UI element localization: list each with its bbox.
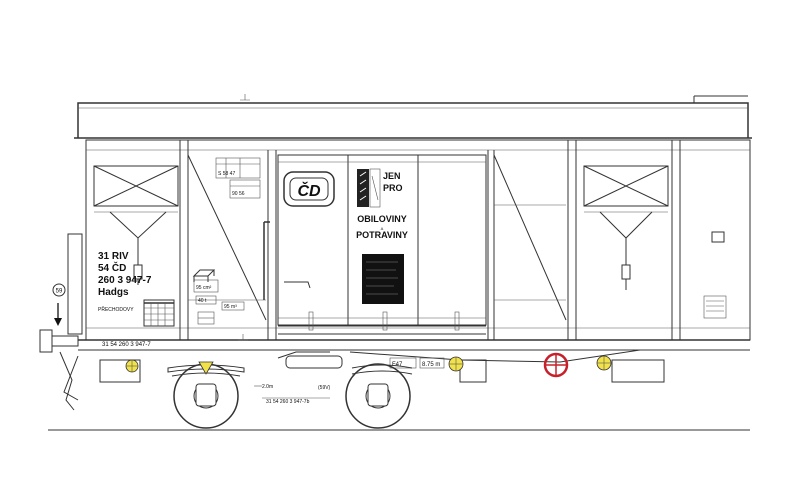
sign-line-2: PRO (383, 183, 403, 193)
wagon-end-right (703, 231, 727, 319)
sign-line-4: POTRAVINY (356, 230, 408, 240)
wheel-right (345, 363, 411, 429)
wheelset-left (173, 361, 239, 429)
latch-2 (382, 311, 388, 331)
prechodovy-panel: PŘECHODOVY (98, 299, 175, 327)
marking-line-1: 31 RIV (98, 251, 129, 262)
wagon-marking-left: 31 RIV 54 ČD 260 3 947-7 Hadgs (98, 251, 152, 298)
plate-1: S 58 47 (218, 171, 235, 177)
circle-mark-text: 59 (56, 289, 63, 295)
voltage-label: (59V) (318, 385, 331, 391)
underframe-number: 31 54 260 3 947-7b (266, 399, 310, 405)
marking-line-4: Hadgs (98, 287, 129, 298)
black-placard (362, 254, 404, 304)
latch-3 (454, 311, 460, 331)
plate-2: 90 56 (232, 191, 245, 197)
brake-mark: F47 (392, 362, 403, 368)
sign-amp: A (381, 226, 384, 231)
grain-emblem-icon (357, 169, 369, 207)
vent-left (93, 165, 179, 285)
marking-line-2: 54 ČD (98, 261, 126, 274)
door-latches (308, 311, 460, 331)
handwheel-middle-icon (448, 356, 464, 372)
cd-logo: ČD (283, 171, 335, 207)
length-label: 8.75 m (422, 362, 440, 368)
sign-line-3: OBILOVINY (357, 214, 407, 224)
wagon-body (78, 139, 751, 351)
wagon-end-left (39, 233, 83, 411)
brake-wheel-icon (543, 352, 569, 378)
volume-label: 95 m³ (224, 304, 237, 310)
area-label: 95 cm² (196, 285, 212, 291)
latch-1 (308, 311, 314, 331)
info-plates: S 58 47 90 56 95 cm² 40 t 95 m³ (193, 157, 261, 325)
sliding-door (263, 154, 487, 335)
marking-line-3: 260 3 947-7 (98, 275, 152, 286)
prechodovy-label: PŘECHODOVY (98, 305, 134, 313)
number-strip: 31 54 260 3 947-7 (102, 342, 151, 348)
handwheel-right-icon (596, 355, 612, 371)
vent-right (583, 165, 669, 290)
cd-logo-text: ČD (297, 181, 321, 200)
wheelset-right (345, 363, 411, 429)
underframe: (59V) F47 8.75 m 2.0m 31 54 260 3 947-7b (99, 349, 665, 405)
sign-line-1: JEN (383, 171, 401, 181)
cargo-sign: JEN PRO OBILOVINY A POTRAVINY (356, 168, 408, 304)
yellow-marker-icon (198, 361, 214, 375)
roof-symbol-icon (240, 94, 250, 101)
load-label: 40 t (198, 298, 207, 304)
floor-symbol-icon (238, 334, 248, 341)
handwheels (125, 352, 612, 378)
handwheel-left-icon (125, 359, 139, 373)
circle-mark: 59 (52, 283, 66, 297)
roof (74, 95, 752, 139)
distance-label: 2.0m (262, 384, 273, 390)
cargo-box-icon (192, 269, 216, 282)
